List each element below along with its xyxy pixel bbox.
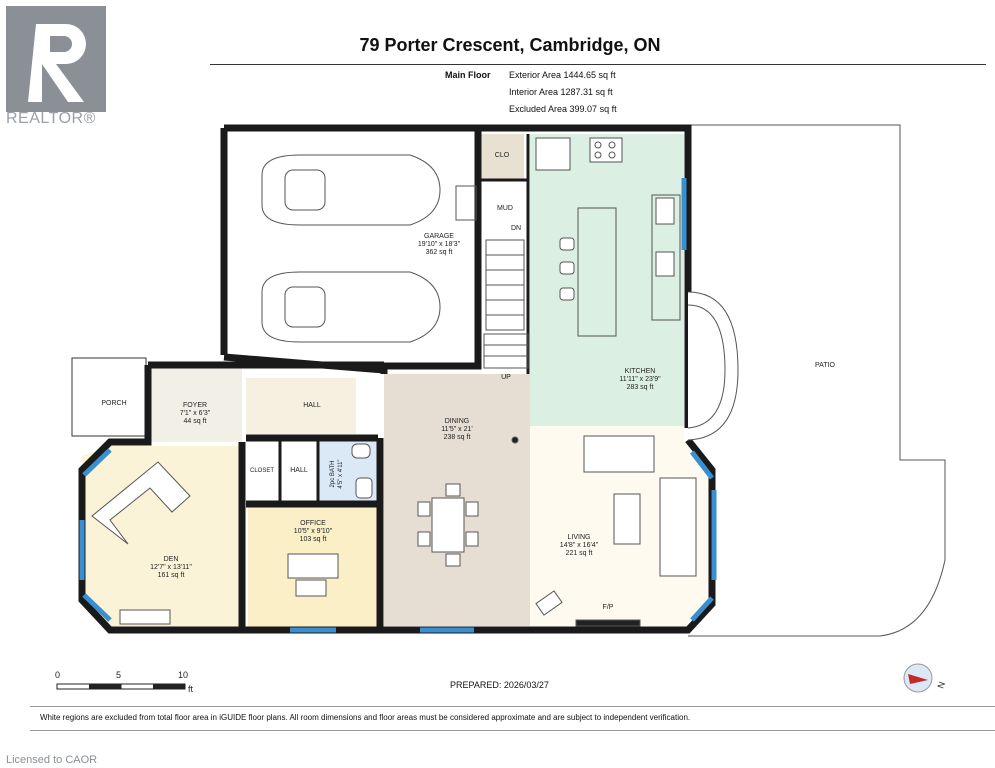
den-sofa [91, 461, 191, 625]
kitchen-dims: 11'11" x 23'9" [619, 376, 661, 383]
dining-name: DINING [444, 418, 470, 425]
windows [79, 178, 717, 633]
dining-table [417, 436, 519, 567]
floor-name: Main Floor [445, 70, 491, 80]
foyer-area: 44 sq ft [183, 418, 207, 425]
closet-label: CLOSET [249, 468, 274, 474]
realtor-logo [6, 6, 106, 112]
dn-label: DN [510, 225, 522, 232]
den-area: 161 sq ft [157, 572, 185, 579]
dining-area: 238 sq ft [443, 434, 471, 441]
stairs [455, 185, 529, 369]
excluded-area: Excluded Area 399.07 sq ft [509, 104, 617, 114]
mud-label: MUD [497, 205, 513, 212]
kitchen-fixtures [535, 137, 681, 337]
fireplace-label: F/P [602, 604, 614, 611]
foyer-label: FOYER 7'1" x 6'3" 44 sq ft [160, 402, 230, 426]
scale-tick-0: 0 [55, 670, 61, 680]
foyer-name: FOYER [182, 402, 208, 409]
up-label: UP [501, 374, 511, 381]
kitchen-area: 283 sq ft [626, 384, 654, 391]
foyer-dims: 7'1" x 6'3" [179, 410, 211, 417]
bath-dims: 4'5" x 4'11" [338, 459, 344, 489]
living-dims: 14'8" x 16'4" [559, 542, 599, 549]
porch-label: PORCH [101, 400, 127, 407]
living-furniture [535, 435, 697, 627]
living-label: LIVING 14'8" x 16'4" 221 sq ft [534, 534, 624, 558]
foyer-fill [148, 368, 242, 442]
dining-label: DINING 11'5" x 21' 238 sq ft [412, 418, 502, 442]
title-divider [210, 64, 986, 65]
living-name: LIVING [567, 534, 591, 541]
kitchen-label: KITCHEN 11'11" x 23'9" 283 sq ft [590, 368, 690, 392]
interior-area: Interior Area 1287.31 sq ft [509, 87, 613, 97]
compass-icon [903, 663, 933, 693]
scale-unit: ft [188, 684, 194, 694]
footnote-divider-bottom [30, 730, 995, 731]
office-desk [287, 553, 339, 597]
office-dims: 10'5" x 9'10" [293, 528, 333, 535]
floor-plan [71, 124, 946, 637]
license-text: Licensed to CAOR [6, 754, 98, 766]
den-label: DEN 12'7" x 13'11" 161 sq ft [126, 556, 216, 580]
patio-outline [688, 124, 946, 637]
scale-tick-10: 10 [178, 670, 189, 680]
dining-dims: 11'5" x 21' [441, 426, 473, 433]
office-label: OFFICE 10'5" x 9'10" 103 sq ft [268, 520, 358, 544]
clo-label: CLO [494, 152, 510, 159]
scale-tick-5: 5 [116, 670, 122, 680]
den-dims: 12'7" x 13'11" [150, 564, 192, 571]
realtor-wordmark: REALTOR® [6, 110, 96, 127]
bath-label: 2pc BATH 4'5" x 4'11" [329, 449, 345, 499]
garage-cars [261, 154, 441, 343]
bath-fixtures [351, 443, 373, 499]
footnote: White regions are excluded from total fl… [40, 713, 691, 722]
exterior-area: Exterior Area 1444.65 sq ft [509, 70, 616, 80]
hall-label-upper: HALL [303, 402, 321, 409]
porch-outline [71, 357, 147, 437]
office-name: OFFICE [300, 520, 326, 527]
kitchen-name: KITCHEN [624, 368, 656, 375]
patio-label: PATIO [815, 362, 835, 369]
clo-fill [480, 134, 524, 180]
garage-name: GARAGE [424, 233, 454, 240]
garage-dims: 19'10" x 18'3" [417, 241, 461, 248]
living-area: 221 sq ft [565, 550, 593, 557]
hall-label-lower: HALL [290, 467, 308, 474]
den-name: DEN [163, 556, 179, 563]
page-title: 79 Porter Crescent, Cambridge, ON [359, 35, 661, 55]
bath-name: 2pc BATH [330, 460, 336, 488]
office-area: 103 sq ft [299, 536, 327, 543]
garage-label: GARAGE 19'10" x 18'3" 362 sq ft [394, 233, 484, 257]
hall-fill [246, 378, 356, 434]
scale-bar [56, 683, 186, 690]
garage-area: 362 sq ft [425, 249, 453, 256]
prepared-date: PREPARED: 2026/03/27 [450, 680, 549, 690]
walls [78, 124, 716, 634]
footnote-divider-top [30, 706, 995, 707]
